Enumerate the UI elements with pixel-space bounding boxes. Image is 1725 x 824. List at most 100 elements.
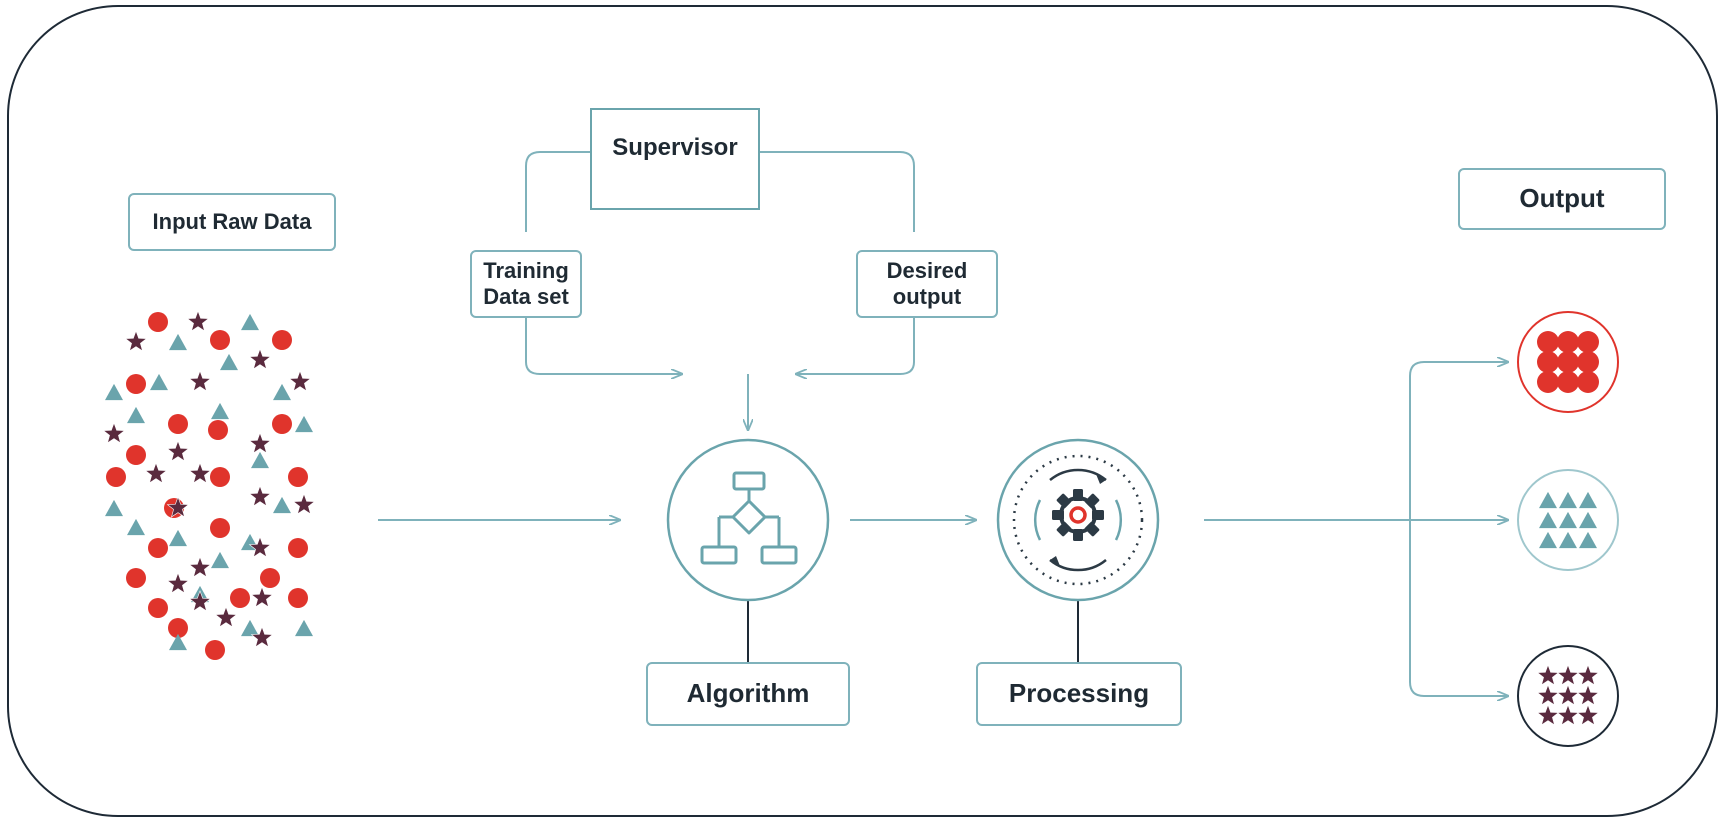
output-triangle-group xyxy=(1517,469,1619,571)
scatter-star xyxy=(188,556,212,578)
connector-training-merge xyxy=(525,310,682,374)
scatter-star xyxy=(166,440,190,462)
output-triangle xyxy=(1559,511,1577,529)
scatter-circle xyxy=(126,568,146,588)
scatter-circle xyxy=(210,330,230,350)
scatter-star xyxy=(250,586,274,608)
output-circle xyxy=(1577,371,1599,393)
output-circle xyxy=(1557,371,1579,393)
output-circle xyxy=(1557,351,1579,373)
scatter-star xyxy=(188,590,212,612)
output-circle-group xyxy=(1517,311,1619,413)
scatter-circle xyxy=(272,414,292,434)
scatter-star xyxy=(188,370,212,392)
scatter-circle xyxy=(106,467,126,487)
output-triangle xyxy=(1579,531,1597,549)
desired-line-2: output xyxy=(892,284,962,309)
output-star xyxy=(1576,704,1600,726)
processing-node xyxy=(996,438,1160,602)
scatter-star xyxy=(166,572,190,594)
scatter-star xyxy=(188,462,212,484)
desired-line-1: Desired xyxy=(886,257,968,283)
algorithm-node xyxy=(666,438,830,602)
output-triangle xyxy=(1539,531,1557,549)
scatter-triangle xyxy=(241,619,259,637)
output-circle xyxy=(1537,331,1559,353)
scatter-star xyxy=(292,493,316,515)
scatter-circle xyxy=(148,538,168,558)
scatter-star xyxy=(248,432,272,454)
raw-data-scatter xyxy=(102,310,316,660)
gear-tooth xyxy=(1084,521,1100,537)
scatter-triangle xyxy=(241,313,259,331)
output-triangle xyxy=(1579,491,1597,509)
connector-supervisor-training xyxy=(525,151,590,232)
scatter-circle xyxy=(288,467,308,487)
scatter-circle xyxy=(288,588,308,608)
output-triangle xyxy=(1559,491,1577,509)
scatter-triangle xyxy=(150,373,168,391)
scatter-triangle xyxy=(211,402,229,420)
gear-tooth xyxy=(1056,493,1072,509)
scatter-triangle xyxy=(220,353,238,371)
scatter-circle xyxy=(126,445,146,465)
output-triangle xyxy=(1559,531,1577,549)
output-circle xyxy=(1577,351,1599,373)
scatter-star xyxy=(214,606,238,628)
scatter-star xyxy=(250,626,274,648)
output-star xyxy=(1576,664,1600,686)
scatter-triangle xyxy=(169,529,187,547)
output-star xyxy=(1576,684,1600,706)
scatter-star xyxy=(124,330,148,352)
gear-tooth xyxy=(1084,493,1100,509)
output-star xyxy=(1556,704,1580,726)
scatter-triangle xyxy=(105,499,123,517)
scatter-triangle xyxy=(127,518,145,536)
output-star-group xyxy=(1517,645,1619,747)
input-raw-data-label: Input Raw Data xyxy=(128,193,336,251)
scatter-star xyxy=(248,348,272,370)
output-star xyxy=(1536,684,1560,706)
scatter-circle xyxy=(168,414,188,434)
training-data-set-box: Training Data set xyxy=(470,250,582,318)
gear-cycle-icon xyxy=(1033,468,1123,572)
training-line-2: Data set xyxy=(483,284,569,309)
gear-tooth xyxy=(1056,521,1072,537)
scatter-triangle xyxy=(273,496,291,514)
output-triangle xyxy=(1579,511,1597,529)
outer-frame xyxy=(7,5,1718,817)
scatter-circle xyxy=(148,598,168,618)
scatter-star xyxy=(288,370,312,392)
scatter-triangle xyxy=(105,383,123,401)
scatter-star xyxy=(186,310,210,332)
output-star xyxy=(1556,684,1580,706)
scatter-triangle xyxy=(211,551,229,569)
scatter-triangle xyxy=(273,383,291,401)
algorithm-label: Algorithm xyxy=(646,662,850,726)
output-circle xyxy=(1537,351,1559,373)
scatter-star xyxy=(248,485,272,507)
connector-desired-merge xyxy=(796,310,915,374)
scatter-circle xyxy=(230,588,250,608)
scatter-triangle xyxy=(169,333,187,351)
output-circle xyxy=(1537,371,1559,393)
supervisor-box: Supervisor xyxy=(590,108,760,210)
scatter-circle xyxy=(205,640,225,660)
output-star xyxy=(1556,664,1580,686)
scatter-triangle xyxy=(295,619,313,637)
output-star xyxy=(1536,664,1560,686)
scatter-circle xyxy=(272,330,292,350)
scatter-triangle xyxy=(251,451,269,469)
connector-supervisor-desired xyxy=(760,151,915,232)
scatter-circle xyxy=(288,538,308,558)
output-circle xyxy=(1557,331,1579,353)
scatter-star xyxy=(166,496,190,518)
scatter-circle xyxy=(260,568,280,588)
training-line-1: Training xyxy=(483,257,569,283)
output-triangle xyxy=(1539,491,1557,509)
output-label: Output xyxy=(1458,168,1666,230)
scatter-star xyxy=(102,422,126,444)
scatter-triangle xyxy=(127,406,145,424)
